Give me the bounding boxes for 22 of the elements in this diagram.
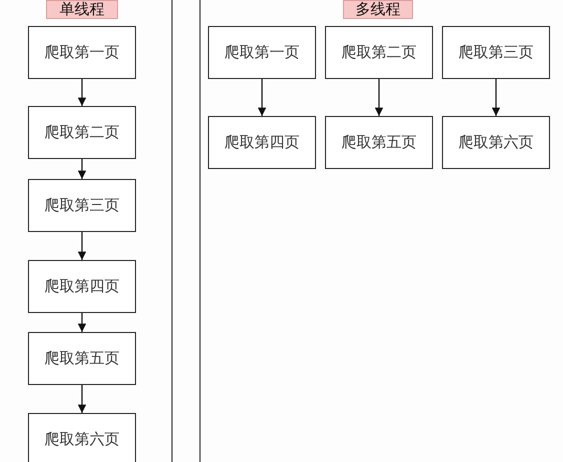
process-box: 爬取第三页 [28,179,136,232]
process-box: 爬取第五页 [325,116,433,169]
arrow [78,385,86,413]
process-box: 爬取第六页 [442,116,550,169]
process-box: 爬取第一页 [208,26,316,79]
process-box: 爬取第五页 [28,332,136,385]
arrow [78,159,86,179]
heading-label: 单线程 [46,0,118,19]
arrow [78,79,86,106]
process-box: 爬取第一页 [28,26,136,79]
process-box: 爬取第四页 [28,260,136,313]
arrow [78,313,86,332]
process-box: 爬取第三页 [442,26,550,79]
arrow [374,79,384,116]
arrow [258,79,266,116]
process-box: 爬取第二页 [28,106,136,159]
arrow [78,232,86,260]
arrow [492,79,500,116]
heading-label: 多线程 [343,0,413,19]
process-box: 爬取第二页 [325,26,433,79]
process-box: 爬取第六页 [28,413,136,462]
process-box: 爬取第四页 [208,116,316,169]
